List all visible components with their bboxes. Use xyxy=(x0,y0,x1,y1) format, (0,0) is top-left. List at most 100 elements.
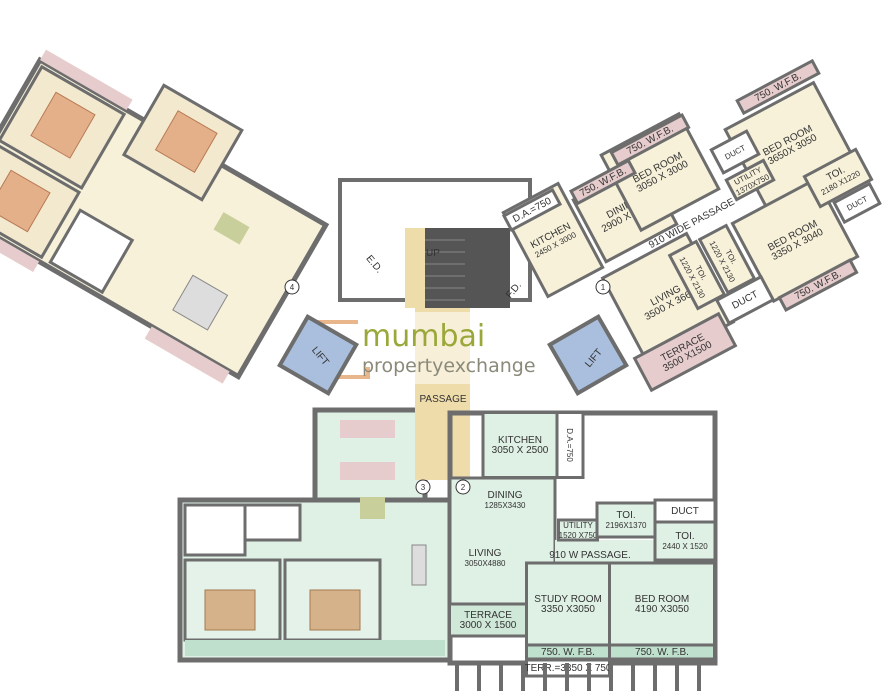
lift-right[interactable] xyxy=(547,314,629,396)
room-outline xyxy=(595,501,657,539)
room-name: UTILITY xyxy=(563,521,593,530)
room-size: 3050 X 2500 xyxy=(492,445,549,456)
room-750-w-f-b: 750. W. F.B. xyxy=(608,643,716,661)
room-duct: DUCT xyxy=(714,274,776,326)
room-outline xyxy=(555,411,585,479)
balcony-post xyxy=(499,663,503,691)
bottom-left-wfb xyxy=(185,640,445,656)
stair-up-label: UP xyxy=(426,248,440,259)
room-name: LIVING xyxy=(469,548,502,559)
entrance-marker-1: 1 xyxy=(595,279,611,295)
room-name: TOI. xyxy=(675,531,694,542)
room-outline xyxy=(832,181,882,225)
room-name: STUDY ROOM xyxy=(534,594,602,605)
counter-icon xyxy=(340,420,395,438)
room-name: TOI. xyxy=(616,510,635,521)
room-outline xyxy=(724,158,776,202)
room-name: BED ROOM xyxy=(635,594,689,605)
svg-text:1: 1 xyxy=(601,283,606,292)
left-terrace xyxy=(144,326,230,384)
room-size: 3000 X 1500 xyxy=(460,620,517,631)
balcony-post xyxy=(631,663,635,691)
landing xyxy=(405,228,425,308)
room-duct: DUCT xyxy=(709,129,761,175)
bed-icon xyxy=(30,91,96,159)
balcony-post xyxy=(565,663,569,691)
room-outline xyxy=(697,223,757,295)
svg-text:4: 4 xyxy=(290,283,295,292)
room-outline xyxy=(609,113,691,167)
room-name: 750. W. F.B. xyxy=(541,647,595,658)
room-outline xyxy=(525,561,611,647)
room-size: 2440 X 1520 xyxy=(662,542,708,551)
left-wfb xyxy=(40,49,133,110)
room-750-w-f-b: 750. W.F.B. xyxy=(735,58,821,116)
entrance-marker-2: 2 xyxy=(455,479,471,495)
balcony-post xyxy=(587,663,591,691)
svg-text:2: 2 xyxy=(461,483,466,492)
room-outline xyxy=(667,239,727,311)
room-outline xyxy=(709,129,761,175)
left-wfb xyxy=(0,211,40,272)
room-name: 750. W. F.B. xyxy=(635,647,689,658)
room-duct: DUCT xyxy=(832,181,882,225)
balcony-post xyxy=(697,663,701,691)
room-toi: TOI.1220 X 2130 xyxy=(667,239,727,311)
room-name: DINING xyxy=(488,490,523,501)
room-size: 3050X4880 xyxy=(465,559,506,568)
bed-icon xyxy=(0,169,51,233)
room-name: DUCT xyxy=(671,506,699,517)
room-toi: TOI.2440 X 1520 xyxy=(653,520,717,562)
room-outline xyxy=(501,187,563,233)
balcony-post xyxy=(521,663,525,691)
passage-label: PASSAGE xyxy=(419,394,466,405)
left-wing-unit xyxy=(0,49,330,384)
room-size: 2196X1370 xyxy=(606,521,647,530)
bottom-left-toilet xyxy=(183,503,247,557)
lift-left[interactable] xyxy=(277,314,359,396)
balcony-post xyxy=(455,663,459,691)
svg-text:mumbai: mumbai xyxy=(362,319,485,354)
balcony-post xyxy=(609,663,613,691)
room-750-w-f-b: 750. W. F.B. xyxy=(525,643,611,661)
balcony-post xyxy=(653,663,657,691)
passage-label: 910 W PASSAGE. xyxy=(549,550,631,561)
room-name: TERRACE xyxy=(464,610,512,621)
bed-icon xyxy=(204,589,256,631)
entrance-marker-4: 4 xyxy=(284,279,300,295)
bed-icon xyxy=(309,589,361,631)
room-outline xyxy=(777,258,859,312)
room-outline xyxy=(714,274,776,326)
balcony-post xyxy=(543,663,547,691)
stair-treads xyxy=(425,239,465,301)
staircase[interactable] xyxy=(425,228,510,308)
sofa-icon xyxy=(172,274,229,331)
dining-table-icon xyxy=(213,212,250,245)
room-size: 1285X3430 xyxy=(485,501,526,510)
room-outline xyxy=(608,643,716,661)
room-outline xyxy=(608,561,716,647)
svg-text:3: 3 xyxy=(421,483,426,492)
room-name: KITCHEN xyxy=(498,435,542,446)
room-size: 1520 X750 xyxy=(559,531,598,540)
room-d-a-750: D.A.=750 xyxy=(555,411,585,479)
room-outline xyxy=(568,158,638,206)
sofa-icon xyxy=(411,544,427,586)
bed-icon xyxy=(154,110,218,174)
bottom-left-toilet xyxy=(243,503,302,542)
room-outline xyxy=(481,411,559,479)
room-outline xyxy=(653,520,717,562)
room-outline xyxy=(802,147,874,209)
room-toi: TOI.2196X1370 xyxy=(595,501,657,539)
room-toi: TOI.2180 X1220 xyxy=(802,147,874,209)
left-toilet xyxy=(48,208,135,295)
